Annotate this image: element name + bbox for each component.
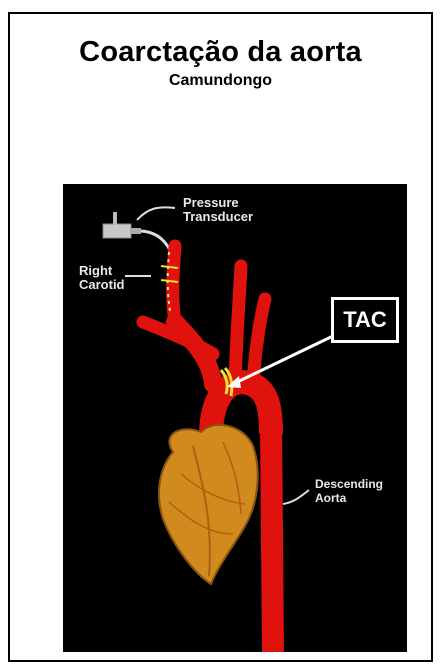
descending-aorta-leader-line xyxy=(283,490,309,504)
pressure-transducer-icon xyxy=(103,212,171,252)
slide-frame: Coarctação da aorta Camundongo xyxy=(8,12,433,662)
pressure-transducer-label: Pressure Transducer xyxy=(183,196,253,224)
right-carotid-label-line1: Right xyxy=(79,264,125,278)
descending-aorta-label-line2: Aorta xyxy=(315,491,383,505)
descending-aorta-label: Descending Aorta xyxy=(315,477,383,505)
slide-subtitle: Camundongo xyxy=(10,72,431,90)
descending-aorta-label-line1: Descending xyxy=(315,477,383,491)
aorta-illustration: Pressure Transducer Right Carotid TAC De… xyxy=(63,184,407,652)
descending-aorta xyxy=(271,424,273,652)
slide-title: Coarctação da aorta xyxy=(10,36,431,69)
right-carotid-label: Right Carotid xyxy=(79,264,125,292)
tac-arrow xyxy=(233,336,333,384)
aorta-diagram-svg xyxy=(63,184,407,652)
transducer-leader-line xyxy=(137,207,175,220)
heart-icon xyxy=(159,425,258,584)
right-carotid-artery xyxy=(173,246,175,322)
left-carotid-artery xyxy=(235,266,241,384)
tac-label-box: TAC xyxy=(331,297,399,343)
brachiocephalic-trunk xyxy=(175,322,213,384)
right-carotid-label-line2: Carotid xyxy=(79,278,125,292)
pressure-transducer-label-line2: Transducer xyxy=(183,210,253,224)
pressure-transducer-label-line1: Pressure xyxy=(183,196,253,210)
